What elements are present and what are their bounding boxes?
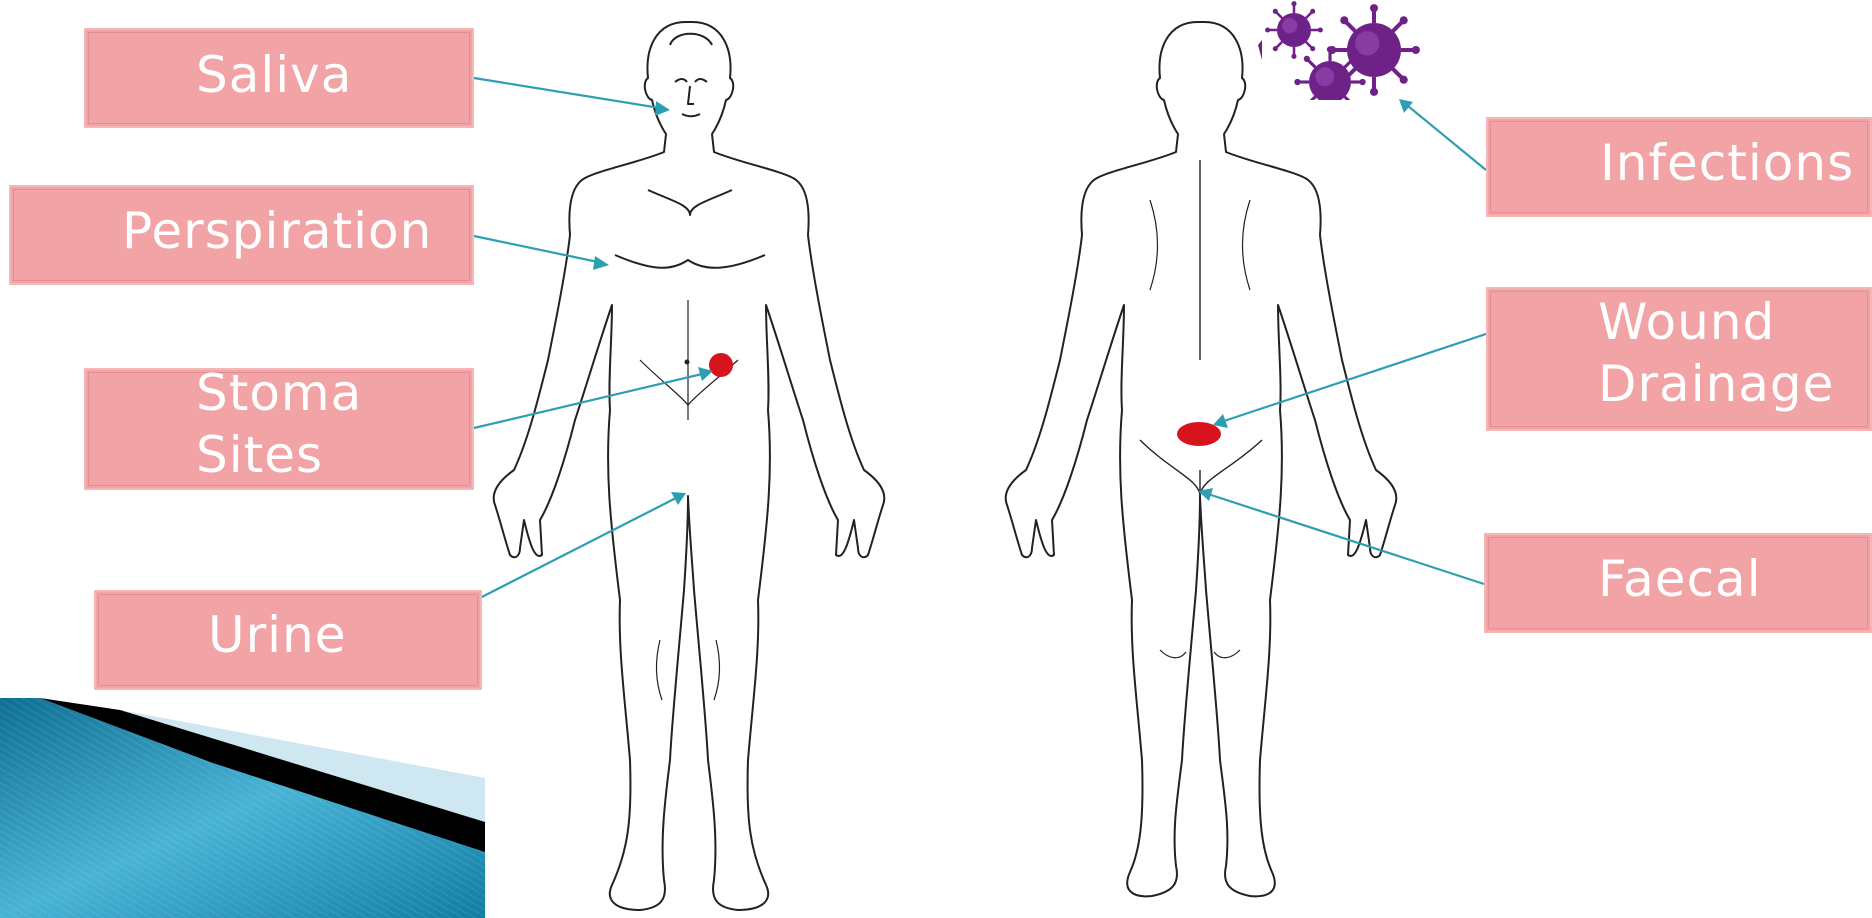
wound-marker: [1177, 422, 1221, 446]
label-wound-line2: Drainage: [1598, 353, 1834, 415]
corner-decoration: [0, 698, 485, 918]
stoma-marker: [709, 353, 733, 377]
label-urine: Urine: [208, 604, 347, 666]
label-perspiration: Perspiration: [122, 200, 432, 262]
back-body-figure: [1006, 22, 1397, 896]
label-faecal: Faecal: [1598, 548, 1762, 610]
label-stoma-line2: Sites: [196, 424, 323, 486]
virus-icon: [1255, 1, 1420, 130]
front-body-figure: [494, 22, 885, 910]
label-wound-line1: Wound: [1598, 291, 1775, 353]
label-saliva: Saliva: [196, 44, 352, 106]
label-stoma-line1: Stoma: [196, 362, 362, 424]
label-infections: Infections: [1600, 132, 1854, 194]
